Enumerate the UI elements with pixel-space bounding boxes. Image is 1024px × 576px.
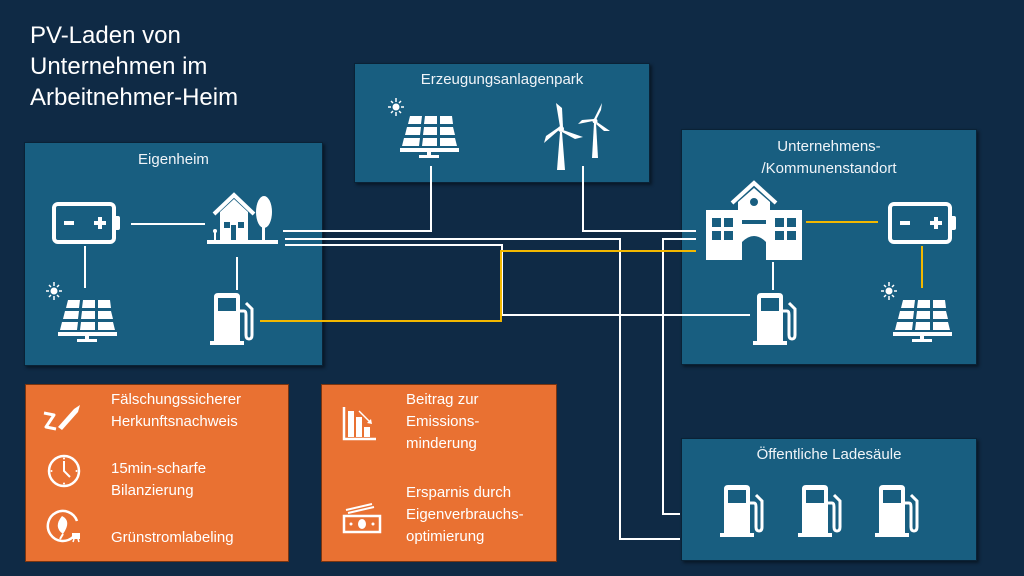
benefit-item: Beitrag zur Emissions- minderung xyxy=(406,389,479,455)
solar-panel-icon xyxy=(881,282,952,342)
erzeugung-box: Erzeugungsanlagenpark xyxy=(354,63,650,183)
wire-wind-company xyxy=(582,166,696,232)
clock-icon xyxy=(47,454,81,488)
wind-turbine-icon xyxy=(544,103,610,170)
benefit-text-line: Herkunftsnachweis xyxy=(111,413,238,430)
benefit-item: Fälschungssicherer Herkunftsnachweis xyxy=(111,389,241,433)
benefit-text-line: Bilanzierung xyxy=(111,482,194,499)
unternehmen-title-line-1: Unternehmens- xyxy=(777,138,881,155)
benefit-text-line: Fälschungssicherer xyxy=(111,391,242,408)
benefit-text-line: 15min-scharfe xyxy=(111,460,207,477)
charging-station-icon xyxy=(753,293,797,345)
wire-house-company xyxy=(285,244,750,316)
eigenheim-title: Eigenheim xyxy=(138,151,209,168)
benefit-text-line: optimierung xyxy=(406,528,485,545)
battery-icon xyxy=(52,202,120,244)
benefit-text-line: Eigenverbrauchs- xyxy=(406,506,524,523)
decreasing-chart-icon xyxy=(342,407,376,441)
title-line-3: Arbeitnehmer-Heim xyxy=(30,84,239,111)
benefit-item: Grünstromlabeling xyxy=(111,527,234,549)
money-icon xyxy=(342,503,382,534)
company-building-icon xyxy=(706,180,802,260)
house-icon xyxy=(207,192,278,244)
wire-house-pvpark xyxy=(283,166,432,232)
unternehmen-title: Unternehmens- /Kommunenstandort xyxy=(682,136,976,180)
erzeugung-title: Erzeugungsanlagenpark xyxy=(420,71,584,88)
unternehmen-title-line-2: /Kommunenstandort xyxy=(761,160,897,177)
wire-house-public-1 xyxy=(285,238,680,540)
wire-charger-company-yellow xyxy=(260,250,696,322)
green-power-icon xyxy=(46,509,80,543)
signature-icon xyxy=(43,405,80,431)
battery-icon xyxy=(888,202,956,244)
benefit-text-line: Beitrag zur xyxy=(406,391,479,408)
charging-station-icon xyxy=(798,485,842,537)
benefit-text-line: minderung xyxy=(406,435,477,452)
solar-panel-icon xyxy=(388,98,459,158)
benefit-item: 15min-scharfe Bilanzierung xyxy=(111,458,206,502)
benefits-left-box xyxy=(25,384,289,562)
page-title: PV-Laden von Unternehmen im Arbeitnehmer… xyxy=(30,20,238,113)
benefit-item: Ersparnis durch Eigenverbrauchs- optimie… xyxy=(406,482,524,548)
title-line-2: Unternehmen im xyxy=(30,53,208,80)
benefit-text-line: Emissions- xyxy=(406,413,480,430)
title-line-1: PV-Laden von xyxy=(30,22,181,49)
charging-station-icon xyxy=(875,485,919,537)
benefit-text-line: Ersparnis durch xyxy=(406,484,512,501)
oeffentlich-title: Öffentliche Ladesäule xyxy=(756,446,902,463)
charging-station-icon xyxy=(720,485,764,537)
benefit-text-line: Grünstromlabeling xyxy=(111,529,234,546)
charging-station-icon xyxy=(210,293,254,345)
solar-panel-icon xyxy=(46,282,117,342)
wire-company-public xyxy=(662,238,696,515)
